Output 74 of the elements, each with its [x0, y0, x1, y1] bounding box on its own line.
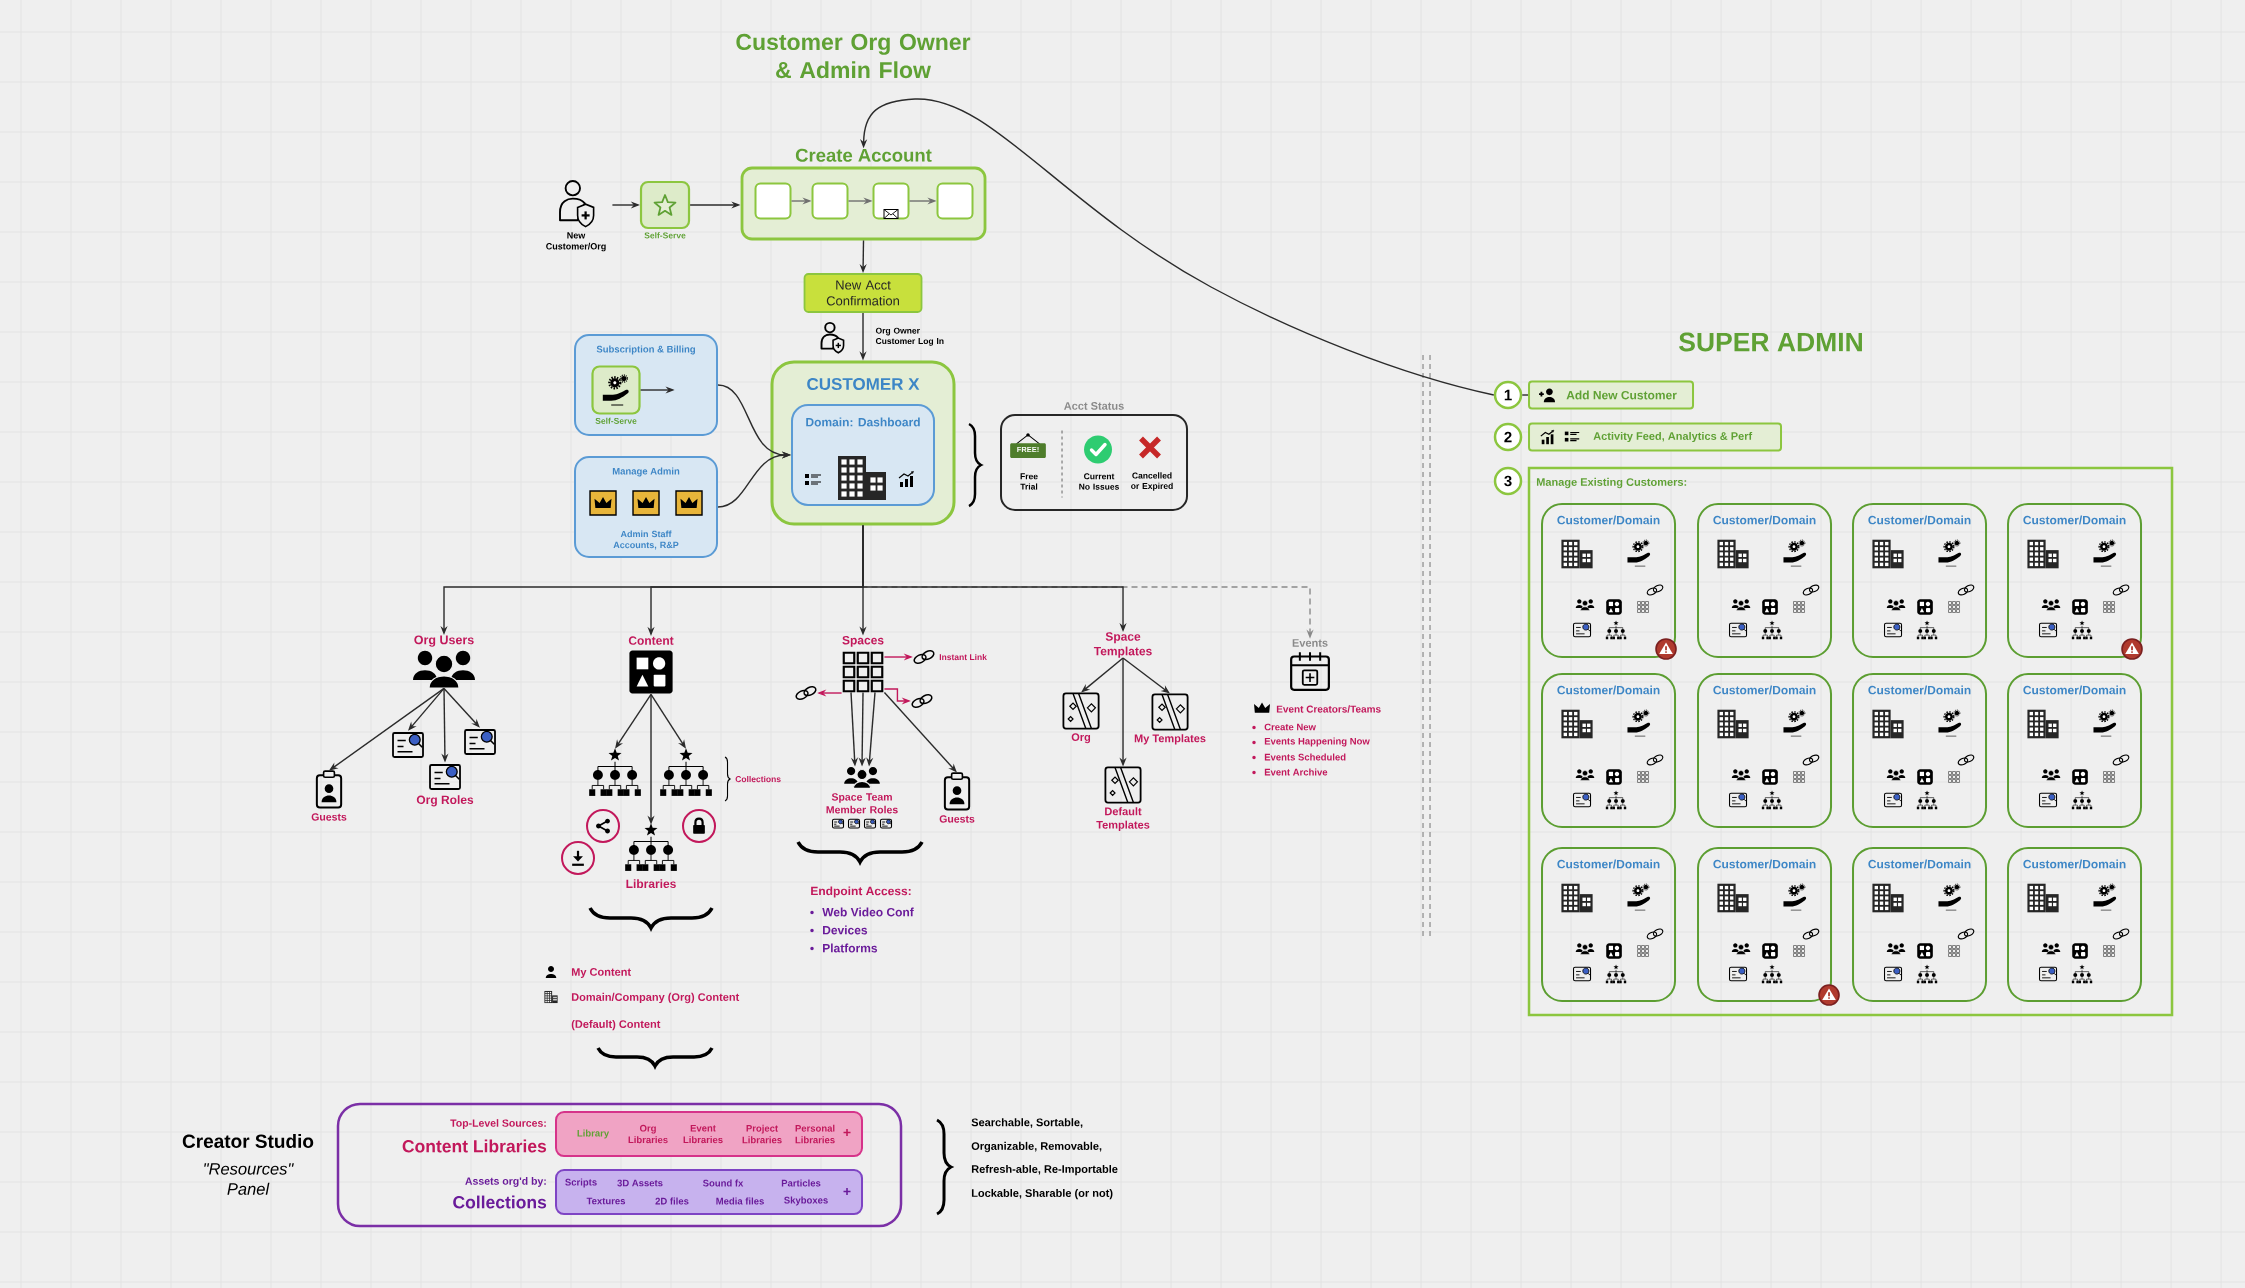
node-label: Manage Admin — [612, 467, 680, 477]
step-box — [936, 182, 974, 220]
node-label: Default Templates — [1096, 807, 1150, 831]
node-label: Guests — [311, 813, 347, 821]
node-label: Create Account — [795, 148, 932, 162]
node-label: Space Templates — [1093, 632, 1152, 658]
node-label: Events — [1292, 639, 1328, 647]
card-box: Customer/Domain — [2007, 673, 2143, 828]
arrow — [329, 687, 445, 771]
icon-label: (Default) Content — [571, 1019, 661, 1031]
card-box: Customer/Domain — [1852, 847, 1988, 1002]
panel-title: Creator Studio — [182, 1134, 314, 1148]
note-text: Searchable, Sortable, — [971, 1118, 1083, 1128]
list-item: Events Happening Now — [1264, 737, 1370, 747]
card-box: Customer/Domain — [1697, 847, 1832, 1002]
tile-label: Self-Serve — [595, 417, 637, 424]
icon-label: Instant Link — [939, 653, 987, 661]
node-label: New Customer/Org — [546, 232, 606, 252]
id-card-icon — [464, 729, 496, 755]
labeled-box: Add New Customer — [1528, 380, 1694, 410]
card-box: Customer/Domain — [1541, 847, 1676, 1002]
card-box: Customer/Domain — [1697, 673, 1832, 828]
note-text: Organizable, Removable, — [971, 1141, 1102, 1153]
arrow — [443, 687, 480, 728]
node-label: Admin Staff Accounts, R&P — [613, 530, 679, 550]
title: Customer Org Owner & Admin Flow — [736, 33, 971, 79]
node-label: Space Team Member Roles — [826, 793, 898, 814]
node-label: Org Users — [414, 635, 474, 647]
node-label: Org Roles — [416, 795, 474, 807]
process-box: New Acct Confirmation — [803, 273, 923, 313]
list-heading: Event Creators/Teams — [1276, 705, 1381, 713]
hierarchy-icon — [660, 748, 712, 796]
icon-label: My Content — [571, 968, 631, 978]
node-label: Spaces — [842, 635, 884, 647]
node-label: Libraries — [626, 879, 676, 888]
panel-subtitle: "Resources" Panel — [204, 1163, 294, 1195]
card-box: Customer/Domain — [1852, 503, 1988, 658]
list-item: Events Scheduled — [1264, 753, 1346, 761]
tag-box: Scripts 3D Assets Sound fx Particles Textures 2D files Media files Skyboxes + — [555, 1169, 863, 1215]
list-item: Devices — [823, 925, 868, 935]
list-item: Event Archive — [1264, 768, 1328, 776]
id-card-icon — [392, 732, 424, 758]
labeled-box: Activity Feed, Analytics & Perf — [1528, 422, 1782, 452]
connector-line — [1521, 394, 1529, 396]
icon-label: Domain/Company (Org) Content — [571, 992, 740, 1004]
arrow — [1081, 657, 1124, 693]
note-text: Refresh-able, Re-Importable — [971, 1164, 1118, 1176]
section-heading: SUPER ADMIN — [1679, 332, 1862, 352]
card-box: Customer/Domain — [2007, 847, 2143, 1002]
note-text: Lockable, Sharable (or not) — [971, 1188, 1113, 1200]
node-label: Org — [1071, 733, 1091, 744]
card-box: Customer/Domain — [1541, 503, 1676, 658]
node-label: Guests — [939, 815, 975, 823]
list-heading: Endpoint Access: — [811, 886, 911, 898]
list-item: Platforms — [823, 943, 878, 953]
card-box: Customer/Domain — [1852, 673, 1988, 828]
tile-label: Self-Serve — [644, 232, 686, 239]
card-box: Customer/Domain — [1541, 673, 1676, 828]
list-item: Web Video Conf — [822, 907, 914, 917]
edge-label: Org Owner Customer Log In — [875, 327, 944, 346]
link-icon — [911, 694, 933, 708]
step-box — [811, 182, 849, 220]
node-label: My Templates — [1134, 734, 1206, 745]
card-box: Customer/Domain — [1697, 503, 1832, 658]
list-item: Create New — [1264, 723, 1316, 731]
brace-label: Collections — [735, 775, 781, 783]
hierarchy-icon — [589, 748, 641, 796]
arrow — [408, 687, 445, 731]
tag-box: Library Org Libraries Event Libraries Project Libraries Personal Libraries + — [555, 1111, 863, 1157]
step-box — [754, 182, 792, 220]
link-icon — [795, 686, 817, 700]
node-label: Content — [628, 636, 674, 645]
card-box: Customer/Domain — [2007, 503, 2143, 658]
arrow — [1122, 657, 1170, 694]
